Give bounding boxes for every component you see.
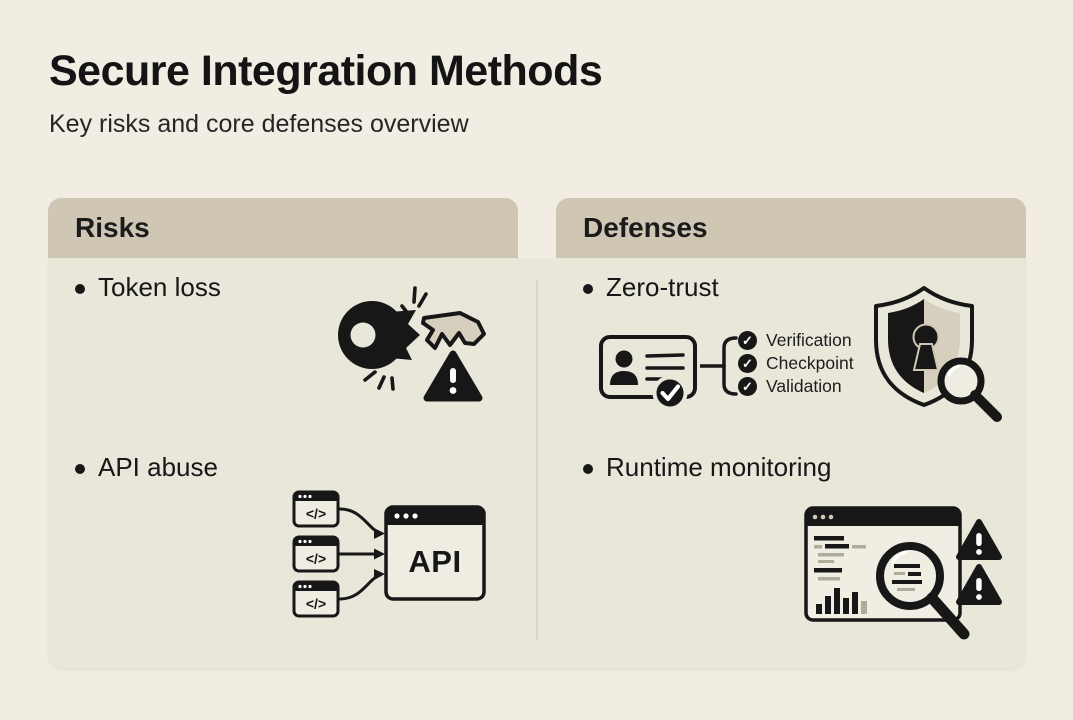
checklist-label-validation: Validation xyxy=(766,376,842,396)
log-magnifier-icon xyxy=(876,542,970,640)
warning-triangle-icon xyxy=(956,564,1002,605)
checklist-label-verification: Verification xyxy=(766,330,852,350)
check-circle-icon: ✓ xyxy=(738,377,757,396)
column-divider xyxy=(536,280,538,640)
risk-label-api-abuse: API abuse xyxy=(98,452,218,482)
id-card-verified-icon xyxy=(599,335,697,411)
page-title: Secure Integration Methods xyxy=(49,47,603,95)
arrowhead-icon xyxy=(374,528,385,539)
bracket-connector xyxy=(700,336,738,396)
bullet-dot-icon xyxy=(75,464,85,474)
risk-item-api-abuse: API abuse xyxy=(75,452,218,483)
id-card-outline xyxy=(599,335,697,399)
risks-column-header: Risks xyxy=(48,198,518,258)
card-text-lines xyxy=(645,353,685,381)
code-glyph: </> xyxy=(306,596,326,612)
page-subtitle: Key risks and core defenses overview xyxy=(49,110,469,138)
magnifier-icon xyxy=(937,357,1002,422)
code-glyph: </> xyxy=(306,506,326,522)
bar-chart-icon xyxy=(816,588,867,614)
keyhole-icon xyxy=(912,323,940,371)
key-head xyxy=(338,301,420,369)
risk-label-token-loss: Token loss xyxy=(98,272,221,302)
key-blade xyxy=(421,311,486,350)
bullet-dot-icon xyxy=(75,284,85,294)
broken-key-warning-icon xyxy=(338,286,486,402)
risk-item-token-loss: Token loss xyxy=(75,272,221,303)
bullet-dot-icon xyxy=(583,464,593,474)
client-code-window-icon: </> xyxy=(292,535,340,573)
person-silhouette-icon xyxy=(610,350,638,385)
zero-trust-checklist: ✓ Verification ✓ Checkpoint ✓ Validation xyxy=(738,330,854,400)
break-spark-lines-bottom xyxy=(363,370,395,391)
client-code-window-icon: </> xyxy=(292,580,340,618)
checklist-label-checkpoint: Checkpoint xyxy=(766,353,854,373)
api-window-icon: API xyxy=(384,505,486,601)
checklist-row: ✓ Checkpoint xyxy=(738,353,854,373)
code-glyph: </> xyxy=(306,551,326,567)
clients-to-api-icon: </> </> </> API xyxy=(292,490,486,618)
check-circle-icon: ✓ xyxy=(738,331,757,350)
arrowhead-icon xyxy=(374,548,385,560)
verified-badge-icon xyxy=(652,375,688,411)
warning-triangle-icon xyxy=(956,519,1002,560)
check-circle-icon: ✓ xyxy=(738,354,757,373)
checklist-row: ✓ Validation xyxy=(738,376,854,396)
warning-triangle-icon xyxy=(423,350,483,402)
api-window-label: API xyxy=(408,544,461,579)
defenses-column-header: Defenses xyxy=(556,198,1026,258)
client-code-window-icon: </> xyxy=(292,490,340,528)
arrowhead-icon xyxy=(374,569,385,580)
defense-item-runtime-monitoring: Runtime monitoring xyxy=(583,452,831,483)
defense-label-zero-trust: Zero-trust xyxy=(606,272,719,302)
log-lines xyxy=(814,536,866,581)
defense-label-runtime-monitoring: Runtime monitoring xyxy=(606,452,832,482)
checklist-row: ✓ Verification xyxy=(738,330,854,350)
bullet-dot-icon xyxy=(583,284,593,294)
defense-item-zero-trust: Zero-trust xyxy=(583,272,719,303)
shield-keyhole-magnifier-icon xyxy=(874,286,1002,422)
monitoring-dashboard-icon xyxy=(804,506,1002,640)
